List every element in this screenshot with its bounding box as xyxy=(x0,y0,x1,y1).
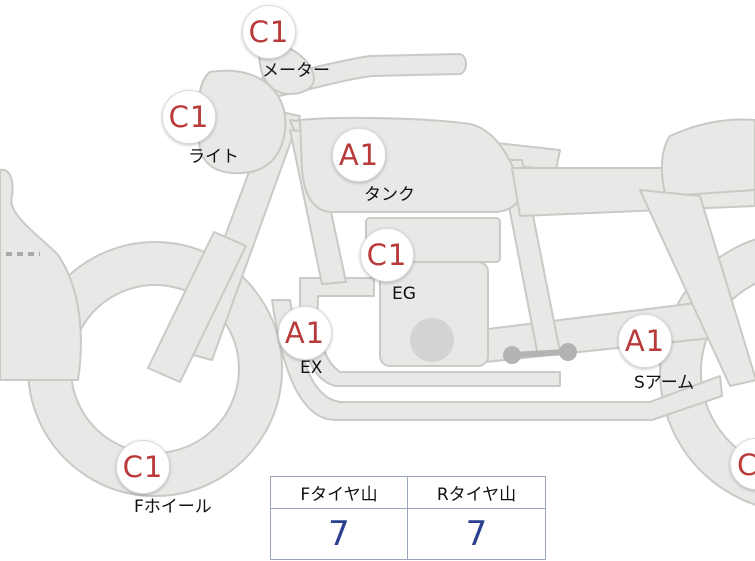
label-tank: タンク xyxy=(364,185,415,205)
rear-tire-value: 7 xyxy=(465,514,488,554)
rear-subframe-shape xyxy=(639,189,755,387)
rear-link-end-left xyxy=(503,346,521,364)
tire-tread-table: Fタイヤ山 Rタイヤ山 7 7 xyxy=(270,476,546,560)
grade-front-wheel: C1 xyxy=(116,440,170,494)
fork-lower-shape xyxy=(147,231,247,383)
grade-meter: C1 xyxy=(242,5,296,59)
engine-cover-circle xyxy=(410,318,454,362)
grade-swingarm: A1 xyxy=(618,314,672,368)
engine-block-shape xyxy=(379,261,489,367)
front-tire-header: Fタイヤ山 xyxy=(271,477,408,509)
grade-tank: A1 xyxy=(332,128,386,182)
rear-cowl-shape xyxy=(660,118,755,197)
front-tire-value: 7 xyxy=(271,509,408,559)
label-light: ライト xyxy=(188,147,239,167)
handlebar-shape xyxy=(261,53,467,99)
label-exhaust: EX xyxy=(300,358,323,378)
label-engine: EG xyxy=(392,284,416,304)
rear-link-bar xyxy=(509,349,571,358)
rear-link-end-right xyxy=(559,343,577,361)
grade-light: C1 xyxy=(162,90,216,144)
grade-exhaust: A1 xyxy=(278,306,332,360)
lower-frame-shape xyxy=(271,299,723,421)
rear-tire-header: Rタイヤ山 xyxy=(408,477,545,509)
grade-engine: C1 xyxy=(360,228,414,282)
label-meter: メーター xyxy=(262,61,330,81)
label-front-wheel: Fホイール xyxy=(134,497,212,517)
front-fender-shape xyxy=(0,168,82,381)
label-swingarm: Sアーム xyxy=(634,373,695,393)
